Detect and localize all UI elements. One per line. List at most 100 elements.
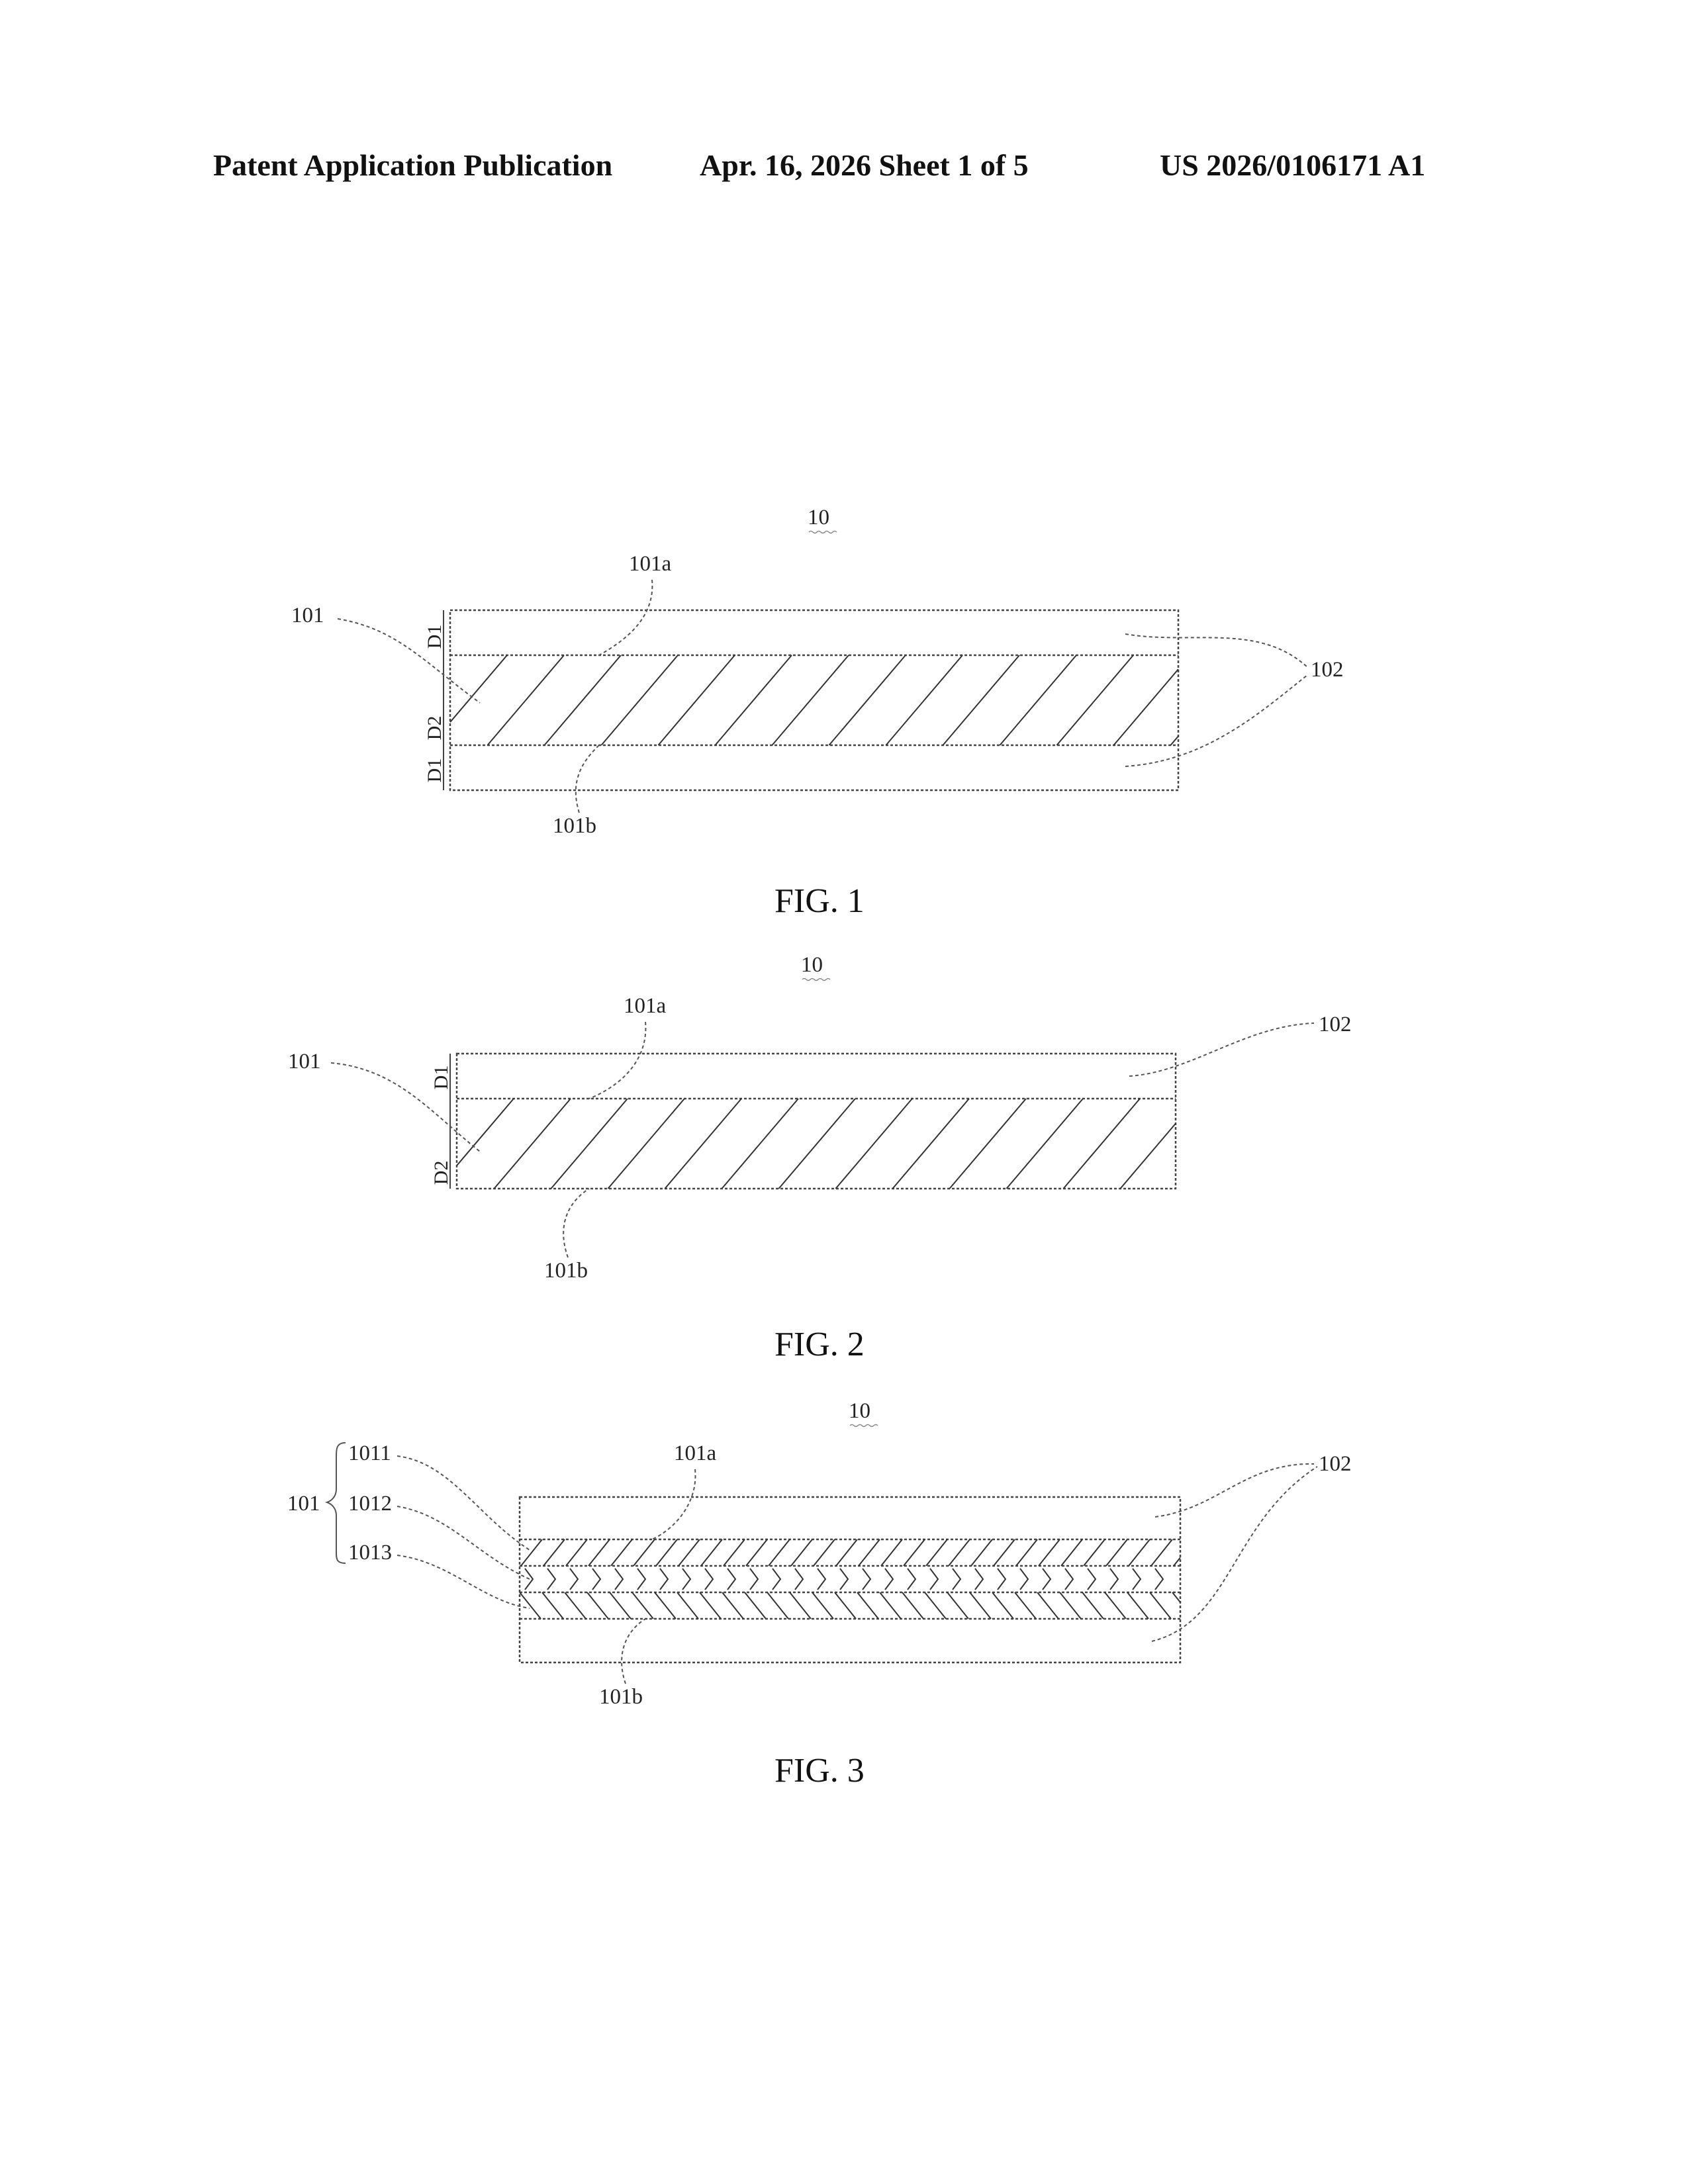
fig3-label-1013: 1013 (348, 1541, 392, 1565)
chevron-mark (1043, 1569, 1051, 1590)
hatch-line (494, 1099, 571, 1189)
fig3-leader-101a (652, 1469, 695, 1539)
fig2-leader-101a (589, 1022, 645, 1099)
hatch-line (767, 1592, 788, 1619)
chevron-mark (705, 1569, 713, 1590)
hatch-line (658, 655, 735, 745)
fig2-ref-10-underline (802, 979, 830, 981)
fig1-ref-10: 10 (808, 506, 829, 529)
fig3-layer-1011-hatch (520, 1539, 1180, 1566)
hatch-line (1015, 1592, 1036, 1619)
chevron-mark (863, 1569, 870, 1590)
hatch-line (778, 1099, 855, 1189)
header-patent-number: US 2026/0106171 A1 (1160, 148, 1425, 182)
chevron-mark (1088, 1569, 1096, 1590)
hatch-line (701, 1539, 722, 1566)
hatch-line (1120, 1124, 1176, 1189)
header-date-sheet: Apr. 16, 2026 Sheet 1 of 5 (700, 148, 1029, 182)
hatch-line (544, 655, 621, 745)
chevron-mark (773, 1569, 780, 1590)
fig1-leader-101 (338, 619, 480, 703)
hatch-line (1151, 1539, 1172, 1566)
hatch-line (886, 655, 962, 745)
header-publication-title: Patent Application Publication (213, 148, 612, 182)
fig3-leader-101b (622, 1619, 645, 1684)
fig1-ref-10-underline (809, 531, 837, 533)
hatch-line (745, 1592, 766, 1619)
hatch-line (1082, 1592, 1103, 1619)
fig1-leader-102-bottom (1125, 675, 1307, 766)
hatch-line (925, 1592, 946, 1619)
chevron-mark (1110, 1569, 1118, 1590)
chevron-mark (1133, 1569, 1141, 1590)
fig3-label-101b: 101b (599, 1685, 643, 1709)
hatch-line (632, 1592, 653, 1619)
hatch-line (677, 1592, 698, 1619)
hatch-line (551, 1099, 628, 1189)
fig2-caption: FIG. 2 (774, 1326, 865, 1363)
chevron-mark (1020, 1569, 1028, 1590)
hatch-line (521, 1539, 542, 1566)
hatch-line (679, 1539, 700, 1566)
hatch-line (881, 1539, 902, 1566)
hatch-line (587, 1592, 608, 1619)
figure-3: 10 101 1011 1012 1013 101a 101b 102 FIG.… (287, 1399, 1352, 1790)
chevron-mark (1155, 1569, 1163, 1590)
hatch-line (970, 1592, 991, 1619)
hatch-line (1150, 1592, 1171, 1619)
hatch-line (1056, 655, 1133, 745)
figure-2: 10 D1 D2 101 101a 101b 102 FIG. 2 (288, 953, 1352, 1363)
hatch-line (829, 655, 906, 745)
fig3-label-101a: 101a (674, 1441, 717, 1465)
hatch-line (722, 1592, 743, 1619)
chevron-mark (975, 1569, 983, 1590)
page-header: Patent Application Publication Apr. 16, … (213, 148, 1425, 182)
hatch-line (633, 1539, 655, 1566)
hatch-line (700, 1592, 721, 1619)
hatch-line (566, 1539, 587, 1566)
fig3-layer-1012-hatch (525, 1569, 1163, 1590)
hatch-line (655, 1592, 676, 1619)
hatch-line (1174, 1558, 1180, 1567)
chevron-mark (637, 1569, 645, 1590)
hatch-line (857, 1592, 878, 1619)
hatch-line (892, 1099, 969, 1189)
hatch-line (790, 1592, 811, 1619)
fig2-label-101b: 101b (544, 1259, 588, 1283)
fig2-label-101: 101 (288, 1050, 321, 1073)
hatch-line (947, 1592, 968, 1619)
hatch-line (1039, 1539, 1060, 1566)
hatch-line (902, 1592, 923, 1619)
chevron-mark (592, 1569, 600, 1590)
hatch-line (487, 655, 564, 745)
hatch-line (835, 1099, 912, 1189)
fig2-leader-101b (563, 1189, 589, 1257)
hatch-line (880, 1592, 901, 1619)
fig3-leader-1013 (397, 1555, 530, 1608)
fig2-label-101a: 101a (624, 994, 667, 1018)
chevron-mark (930, 1569, 938, 1590)
chevron-mark (615, 1569, 623, 1590)
hatch-line (1000, 655, 1076, 745)
hatch-line (1129, 1539, 1150, 1566)
hatch-line (588, 1539, 610, 1566)
hatch-line (1084, 1539, 1105, 1566)
fig2-leader-102 (1129, 1023, 1314, 1076)
hatch-line (1006, 1099, 1083, 1189)
hatch-line (715, 655, 792, 745)
fig3-caption: FIG. 3 (774, 1752, 865, 1790)
fig3-ref-10: 10 (849, 1399, 870, 1423)
chevron-mark (547, 1569, 555, 1590)
chevron-mark (750, 1569, 758, 1590)
hatch-line (812, 1592, 833, 1619)
hatch-line (722, 1099, 798, 1189)
hatch-line (1113, 669, 1178, 745)
hatch-line (1127, 1592, 1149, 1619)
hatch-line (814, 1539, 835, 1566)
chevron-mark (818, 1569, 825, 1590)
fig1-leader-102-top (1125, 634, 1307, 667)
fig3-ref-10-underline (850, 1425, 878, 1427)
fig3-leader-102-top (1155, 1464, 1314, 1517)
fig3-leader-102-bottom (1152, 1467, 1317, 1641)
